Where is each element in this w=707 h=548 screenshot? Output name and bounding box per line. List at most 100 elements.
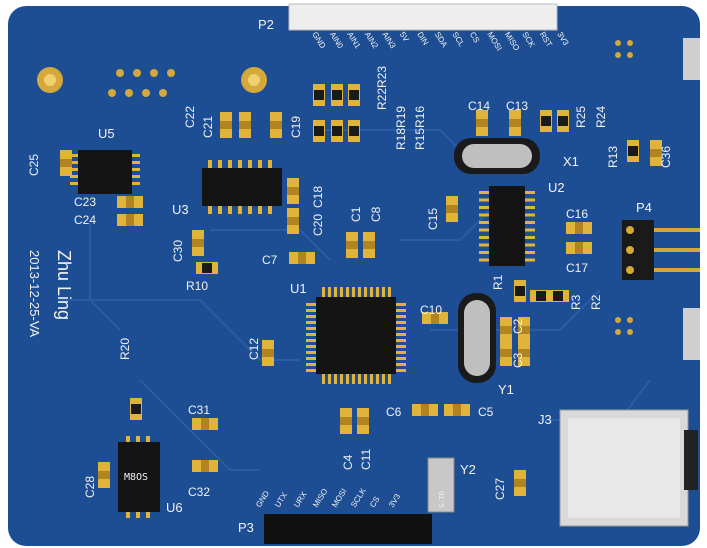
capacitor [357, 408, 369, 434]
label-c5: C5 [478, 405, 494, 419]
resistor [530, 290, 552, 302]
resistor [313, 84, 325, 106]
capacitor [98, 462, 110, 488]
label-c21: C21 [201, 116, 215, 138]
p4-label: P4 [636, 200, 652, 215]
resistor [557, 110, 569, 132]
passive-components [60, 84, 662, 496]
label-c4: C4 [341, 454, 355, 470]
capacitor [518, 317, 530, 343]
label-c36: C36 [659, 146, 673, 168]
resistor [130, 398, 142, 420]
label-r24: R24 [594, 106, 608, 128]
u6-label: U6 [166, 500, 183, 515]
label-r15: R15 [413, 128, 427, 150]
capacitor [289, 252, 315, 264]
label-r16: R16 [413, 106, 427, 128]
label-r25: R25 [574, 106, 588, 128]
capacitor [566, 242, 592, 254]
label-r19: R19 [394, 106, 408, 128]
x1-label: X1 [563, 154, 579, 169]
label-c16: C16 [566, 207, 588, 221]
label-c12: C12 [247, 338, 261, 360]
capacitor [514, 470, 526, 496]
capacitor [446, 196, 458, 222]
resistor [547, 290, 569, 302]
p4-pins [626, 226, 700, 274]
u2-label: U2 [548, 180, 565, 195]
u1-pins [306, 287, 406, 384]
label-c17: C17 [566, 261, 588, 275]
y2-marking: S.TO [438, 491, 446, 508]
capacitor [476, 110, 488, 136]
capacitor [60, 150, 72, 176]
u1-label: U1 [290, 281, 307, 296]
u3-pins [208, 160, 272, 214]
label-c31: C31 [188, 403, 210, 417]
capacitor [422, 312, 448, 324]
u2-pins [479, 191, 535, 262]
capacitor [500, 340, 512, 366]
label-c18: C18 [311, 186, 325, 208]
u6-marking: M8OS [124, 472, 148, 483]
label-c19: C19 [289, 116, 303, 138]
label-c15: C15 [426, 208, 440, 230]
u5-chip [78, 150, 132, 194]
label-c1: C1 [349, 206, 363, 222]
capacitor [566, 222, 592, 234]
label-c7: C7 [262, 253, 278, 267]
capacitor [117, 196, 143, 208]
resistor [196, 262, 218, 274]
u3-chip [202, 168, 282, 206]
y2-crystal [427, 457, 455, 513]
right-pads [615, 40, 633, 335]
p3-label: P3 [238, 520, 254, 535]
label-c8: C8 [369, 206, 383, 222]
label-c11: C11 [359, 449, 373, 470]
label-r20: R20 [118, 338, 132, 360]
label-r3: R3 [569, 294, 583, 310]
label-c20: C20 [311, 214, 325, 236]
label-r18: R18 [394, 128, 408, 150]
capacitor [270, 112, 282, 138]
capacitor [192, 460, 218, 472]
u3-label: U3 [172, 202, 189, 217]
u6-chip [118, 442, 160, 512]
label-r10: R10 [186, 279, 208, 293]
capacitor [192, 418, 218, 430]
label-c32: C32 [188, 485, 210, 499]
capacitor [444, 404, 470, 416]
resistor [348, 84, 360, 106]
label-c2: C2 [511, 318, 525, 334]
label-c3: C3 [511, 352, 525, 368]
capacitor [500, 317, 512, 343]
label-c6: C6 [386, 405, 402, 419]
u5-label: U5 [98, 126, 115, 141]
label-r22: R22 [375, 88, 389, 110]
label-c24: C24 [74, 213, 96, 227]
label-c13: C13 [506, 99, 528, 113]
label-c22: C22 [183, 106, 197, 128]
y1-label: Y1 [498, 382, 514, 397]
p2-label: P2 [258, 17, 274, 32]
y2-label: Y2 [460, 462, 476, 477]
u1-chip [316, 297, 396, 374]
label-c28: C28 [83, 476, 97, 498]
capacitor [363, 232, 375, 258]
capacitor [518, 340, 530, 366]
capacitor [262, 340, 274, 366]
label-c10: C10 [420, 303, 442, 317]
label-r13: R13 [606, 146, 620, 168]
resistor [514, 280, 526, 302]
label-c25: C25 [27, 154, 41, 176]
p3-header [264, 514, 432, 544]
label-c27: C27 [493, 478, 507, 500]
resistor [331, 120, 343, 142]
label-c23: C23 [74, 195, 96, 209]
resistor [331, 84, 343, 106]
u2-chip [489, 186, 525, 266]
resistor [540, 110, 552, 132]
label-r1: R1 [491, 274, 505, 290]
